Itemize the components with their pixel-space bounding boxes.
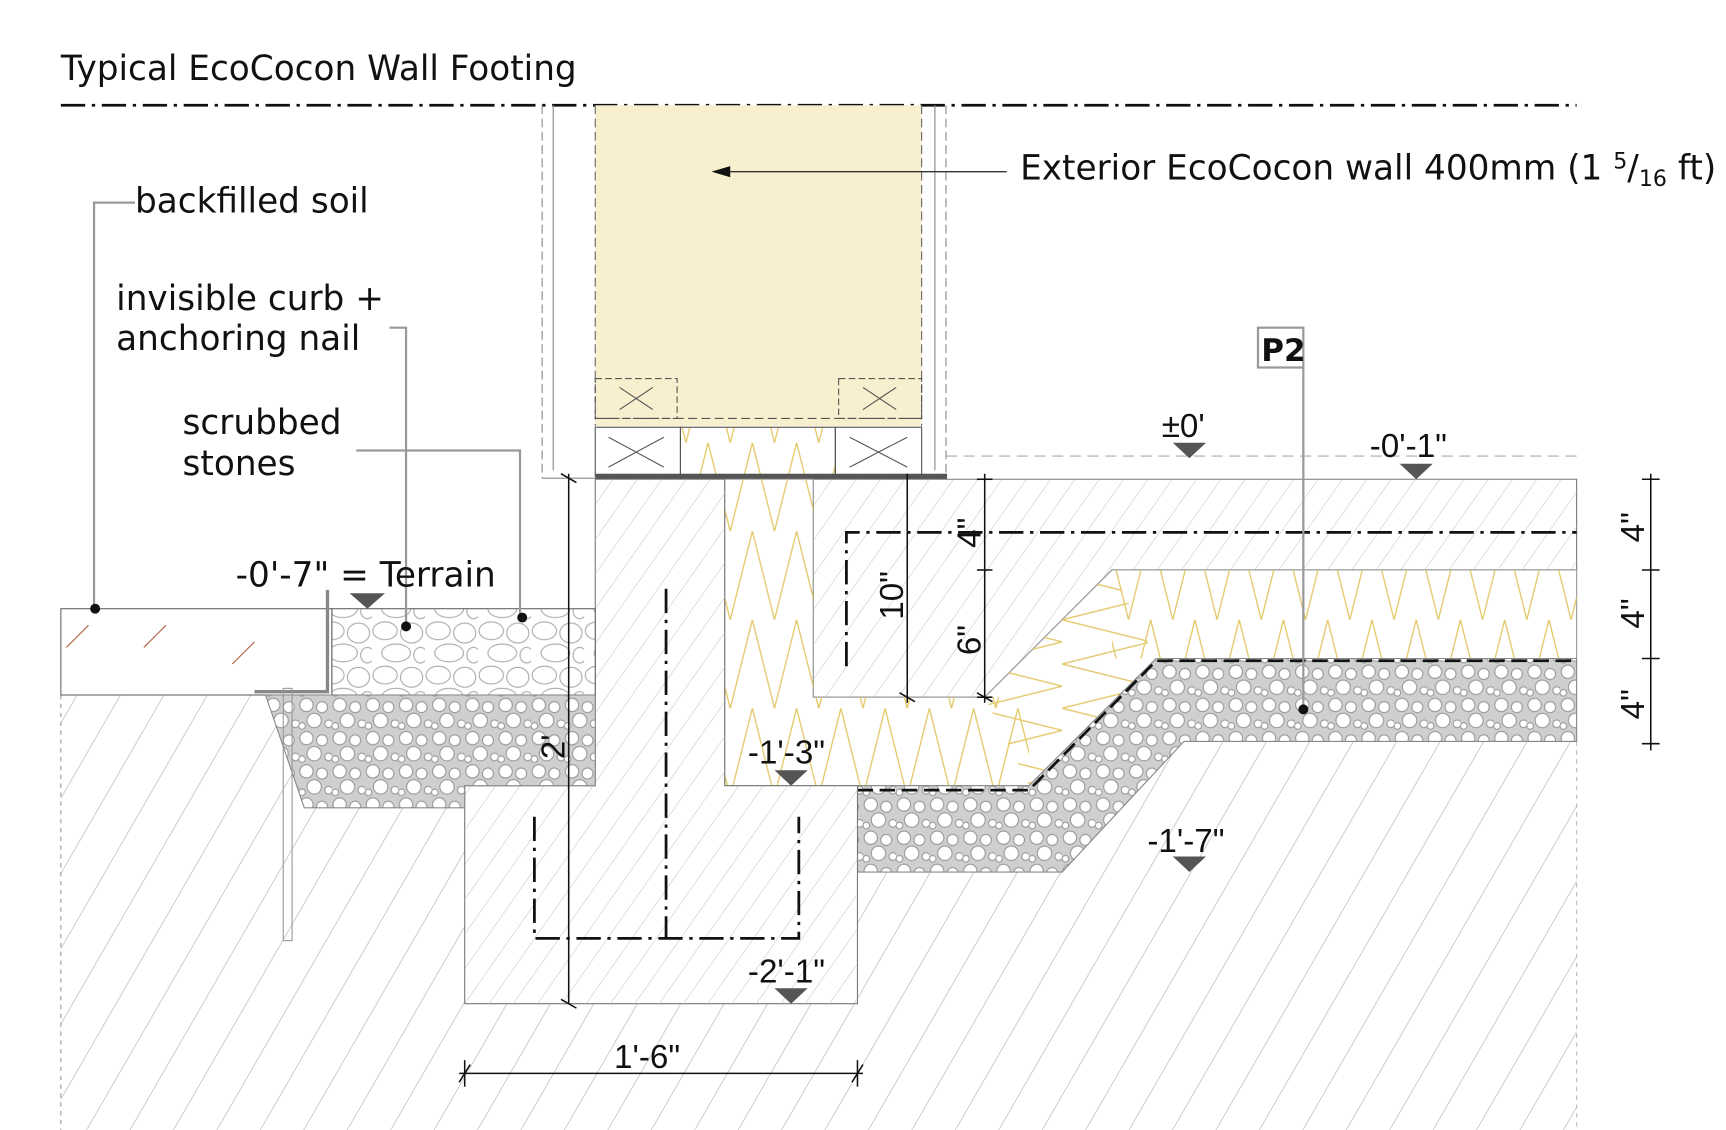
slab-layer-1-dim: 4" [1615,512,1652,542]
stones-label-line2: stones [183,444,296,484]
membrane-line [857,659,1577,792]
level-markers: ±0' -0'-1" -1'-3" -2'-1" -1'-7" [748,408,1447,1004]
scrubbed-stones [331,608,596,696]
level-minus-2-1: -2'-1" [748,954,825,991]
curb-label-line1: invisible curb + [116,279,384,319]
ecococon-wall [541,105,948,480]
footing-depth-dim: 2' [535,734,572,759]
soil-marks [65,624,255,665]
slab-edge-top-dim: 4" [951,518,988,548]
level-zero: ±0' [1162,408,1205,445]
slab-edge-bottom-dim: 6" [951,625,988,655]
curb-gravel [264,694,596,809]
invisible-curb [254,589,330,694]
leader-lines [92,201,1305,709]
arrow-icon [711,166,731,178]
slab-layer-3-dim: 4" [1615,689,1652,719]
p2-tag [1256,326,1305,369]
level-minus-1-7: -1'-7" [1147,823,1224,860]
dimension-lines [458,473,1660,1087]
stones-label-line1: scrubbed [183,403,342,443]
gravel-bed [856,657,1578,873]
backfilled-soil-label: backfilled soil [135,182,369,222]
slab-edge-total-dim: 10" [874,571,911,620]
level-marker-icon [349,593,386,609]
leader-dots [90,603,1309,715]
level-minus-0-1: -0'-1" [1370,428,1447,465]
curb-label-line2: anchoring nail [116,319,360,359]
level-minus-1-3: -1'-3" [748,735,825,772]
drawing-title: Typical EcoCocon Wall Footing [60,49,577,89]
wall-label: Exterior EcoCocon wall 400mm (1 5/16 ft) [1020,148,1716,195]
terrain-level-label: -0'-7" = Terrain [236,556,496,596]
footing-width-dim: 1'-6" [614,1039,680,1076]
backfilled-soil [60,608,333,696]
p2-label: P2 [1261,333,1305,369]
slab-layer-2-dim: 4" [1615,598,1652,628]
anchoring-nail [282,687,293,942]
rebar-lines [533,530,1577,940]
